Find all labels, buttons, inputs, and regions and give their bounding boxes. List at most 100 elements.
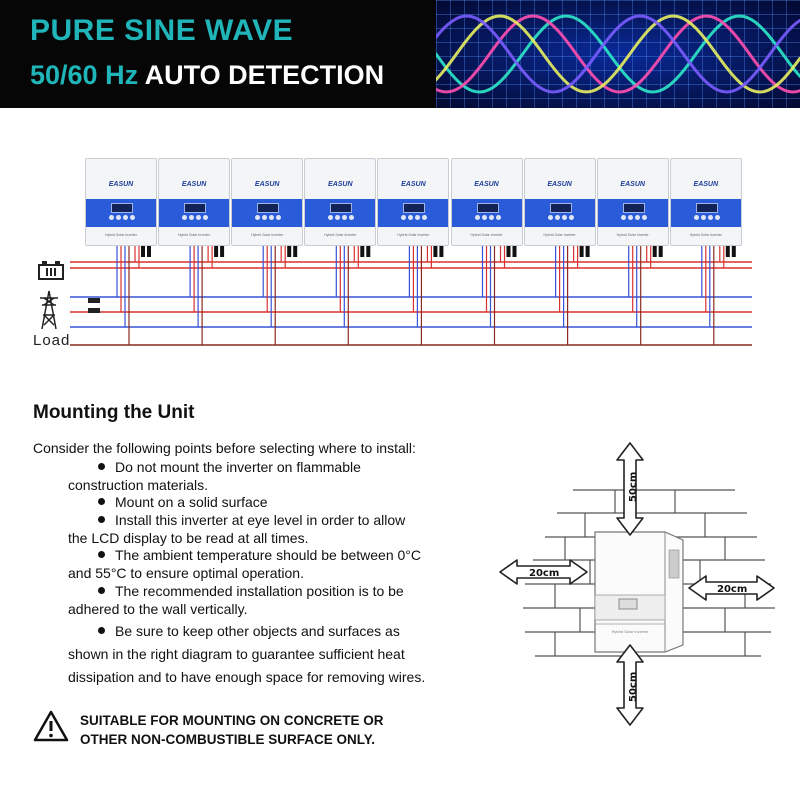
- bullet-continuation: construction materials.: [68, 477, 209, 493]
- model-label: Hybrid Solar Inverter: [178, 233, 211, 237]
- button-row: [328, 215, 355, 220]
- inverter-unit: EASUN Hybrid Solar Inverter: [85, 158, 157, 246]
- lcd-display: [476, 203, 499, 213]
- right-clearance-label: 20cm: [717, 584, 747, 595]
- front-panel: [378, 199, 449, 227]
- button-row: [693, 215, 720, 220]
- inverter-unit: Hybrid Solar Inverter: [594, 531, 684, 653]
- arrow-left-icon: [499, 559, 588, 585]
- button-row: [255, 215, 282, 220]
- bullet-dot-icon: [98, 627, 105, 634]
- breaker-icon: [88, 308, 100, 313]
- connector-icon: [652, 245, 657, 257]
- lcd-display: [403, 203, 426, 213]
- intro-text: Consider the following points before sel…: [33, 440, 416, 456]
- load-label: Load: [33, 332, 71, 349]
- button-row: [401, 215, 428, 220]
- connector-icon: [366, 245, 371, 257]
- header-banner: PURE SINE WAVE 50/60 Hz AUTO DETECTION: [0, 0, 800, 108]
- section-title: Mounting the Unit: [33, 402, 195, 423]
- connector-icon: [506, 245, 511, 257]
- connector-icon: [658, 245, 663, 257]
- sine-wave-line: [436, 14, 800, 94]
- front-panel: [159, 199, 230, 227]
- parallel-wiring-diagram: EASUN Hybrid Solar Inverter EASUN Hybrid So…: [0, 150, 800, 360]
- model-label: Hybrid Solar Inverter: [397, 233, 430, 237]
- sine-wave-line: [436, 14, 800, 94]
- button-row: [182, 215, 209, 220]
- model-label: Hybrid Solar Inverter: [616, 233, 649, 237]
- model-label: Hybrid Solar Inverter: [470, 233, 503, 237]
- bullet-continuation: and 55°C to ensure optimal operation.: [68, 565, 304, 581]
- sine-wave-line: [436, 14, 800, 94]
- wiring-lines: [70, 244, 752, 346]
- arrow-right-icon: [688, 575, 775, 601]
- lcd-display: [184, 203, 207, 213]
- lcd-display: [622, 203, 645, 213]
- connector-icon: [360, 245, 365, 257]
- breaker-icon: [88, 298, 100, 303]
- lcd-display: [257, 203, 280, 213]
- bullet-item: The recommended installation position is…: [98, 582, 404, 600]
- connector-icon: [725, 245, 730, 257]
- bullet-dot-icon: [98, 516, 105, 523]
- model-label: Hybrid Solar Inverter: [324, 233, 357, 237]
- connector-icon: [214, 245, 219, 257]
- sine-wave-line: [436, 14, 800, 94]
- connector-icon: [731, 245, 736, 257]
- bullet-dot-icon: [98, 463, 105, 470]
- bullet-continuation: shown in the right diagram to guarantee …: [68, 646, 405, 662]
- brand-logo: EASUN: [474, 181, 499, 188]
- connector-icon: [293, 245, 298, 257]
- bottom-clearance-label: 50cm: [628, 672, 639, 702]
- connector-icon: [287, 245, 292, 257]
- brand-logo: EASUN: [181, 181, 207, 188]
- bullet-item: Install this inverter at eye level in or…: [98, 511, 405, 529]
- model-label: Hybrid Solar Inverter: [543, 233, 576, 237]
- auto-detection-text: AUTO DETECTION: [144, 60, 385, 90]
- warning-text: SUITABLE FOR MOUNTING ON CONCRETE OR OTH…: [80, 713, 384, 747]
- front-panel: [597, 199, 668, 227]
- grid-tower-icon: [40, 290, 58, 330]
- brand-logo: EASUN: [254, 181, 280, 188]
- banner-subtitle: 50/60 Hz AUTO DETECTION: [30, 60, 384, 91]
- bullet-item: Do not mount the inverter on flammable: [98, 458, 361, 476]
- front-panel: [86, 199, 156, 227]
- front-panel: [232, 199, 303, 227]
- bullet-dot-icon: [98, 587, 105, 594]
- inverter-unit: EASUN Hybrid Solar Inverter: [669, 158, 742, 246]
- bullet-item: The ambient temperature should be betwee…: [98, 546, 421, 564]
- battery-icon: [38, 261, 64, 280]
- inverter-unit: EASUN Hybrid Solar Inverter: [450, 158, 523, 246]
- lcd-display: [330, 203, 353, 213]
- lcd-display: [549, 203, 572, 213]
- model-label: Hybrid Solar Inverter: [104, 233, 138, 237]
- top-clearance-label: 50cm: [628, 472, 639, 502]
- front-panel: [524, 199, 595, 227]
- model-label: Hybrid Solar Inverter: [251, 233, 284, 237]
- frequency-text: 50/60 Hz: [30, 60, 139, 90]
- brand-logo: EASUN: [693, 181, 719, 188]
- lcd-display: [111, 203, 133, 213]
- bullet-continuation: dissipation and to have enough space for…: [68, 669, 426, 685]
- brand-logo: EASUN: [108, 181, 134, 188]
- front-panel: [670, 199, 741, 227]
- inverter-unit: EASUN Hybrid Solar Inverter: [304, 158, 377, 246]
- banner-title: PURE SINE WAVE: [30, 14, 294, 47]
- connector-icon: [147, 245, 151, 257]
- inverter-unit: EASUN Hybrid Solar Inverter: [158, 158, 231, 246]
- front-panel: [451, 199, 522, 227]
- sine-wave-graphic: [436, 0, 800, 108]
- model-label: Hybrid Solar Inverter: [689, 233, 722, 237]
- brand-logo: EASUN: [328, 181, 353, 188]
- unit-model-text: Hybrid Solar Inverter: [612, 630, 649, 634]
- connector-icon: [579, 245, 584, 257]
- bullet-dot-icon: [98, 551, 105, 558]
- button-row: [620, 215, 647, 220]
- clearance-diagram: Hybrid Solar Inverter 50cm 50cm 20cm 20c…: [495, 440, 795, 730]
- wave-grid: [436, 0, 800, 108]
- connector-icon: [220, 245, 225, 257]
